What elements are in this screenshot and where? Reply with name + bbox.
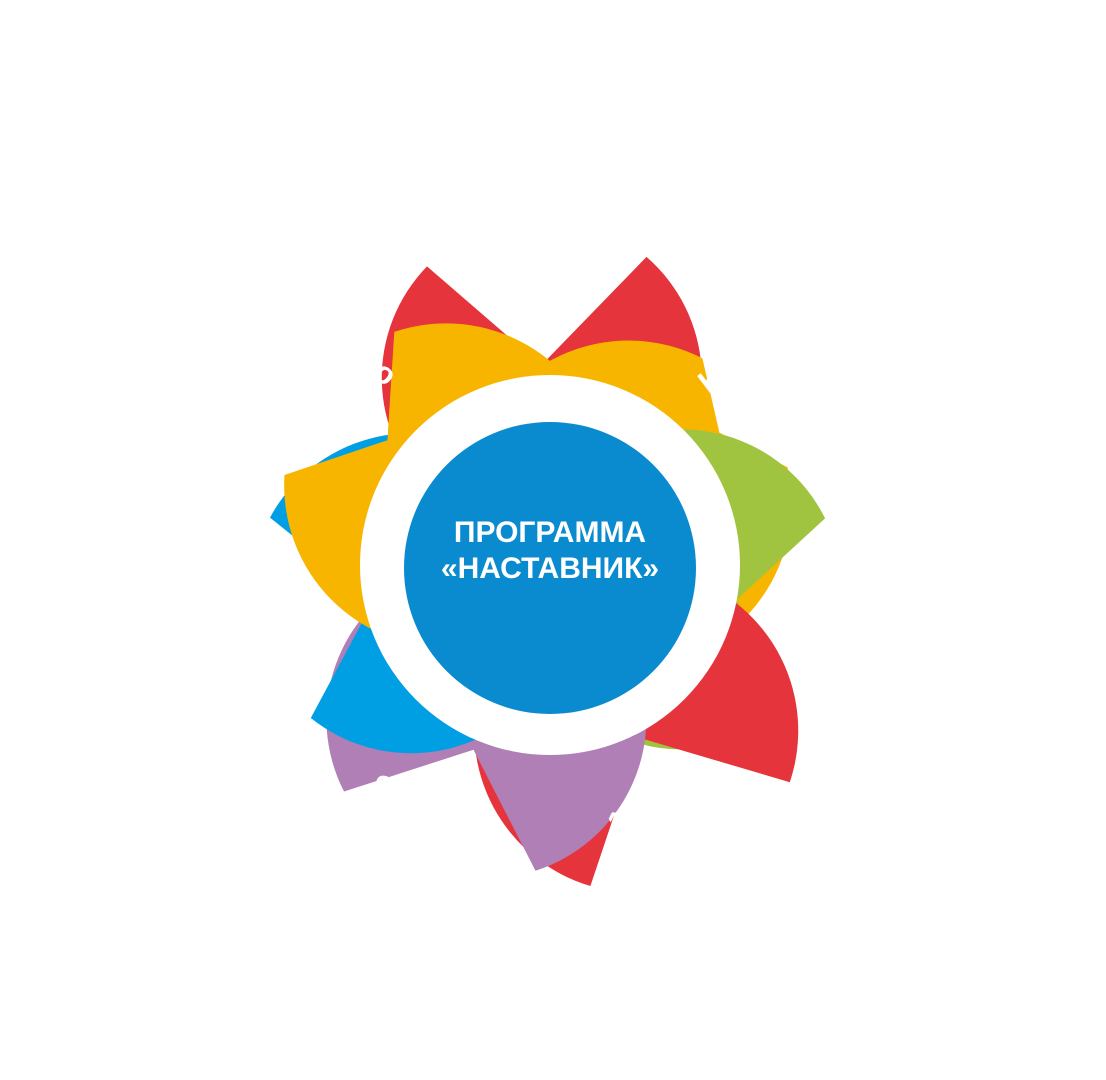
center-title-line-2: «НАСТАВНИК»	[440, 552, 660, 585]
center-title: ПРОГРАММА «НАСТАВНИК»	[405, 515, 695, 587]
petal-label-line: мой второй дом»	[417, 168, 683, 203]
petal-label-line: «Общежитие -	[442, 131, 658, 166]
petal-label-line: Конкурс	[487, 57, 613, 92]
center-circle	[404, 422, 696, 714]
center-title-line-1: ПРОГРАММА	[453, 516, 647, 549]
petal-label-line: фотографий	[453, 94, 647, 129]
